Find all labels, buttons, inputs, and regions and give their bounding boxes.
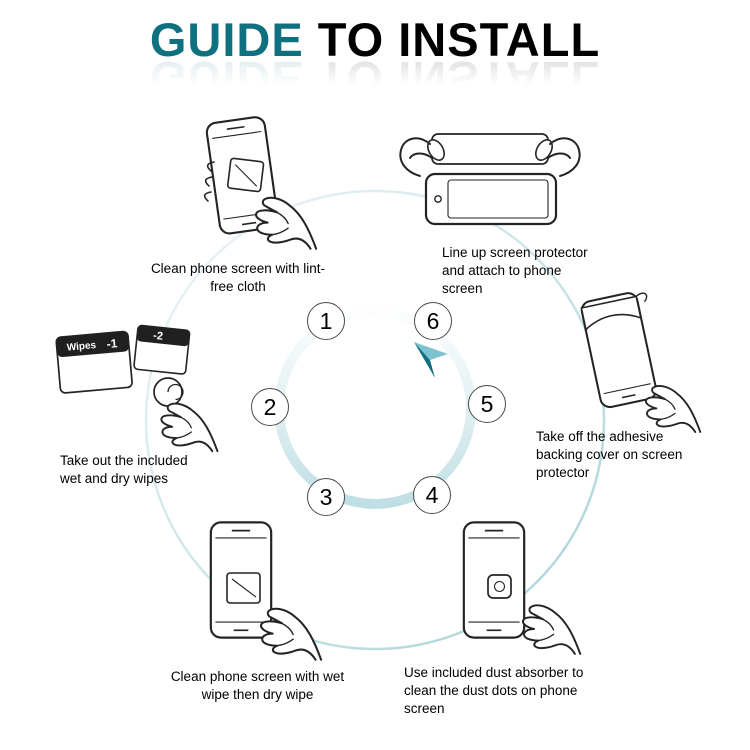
outer-ring	[144, 189, 606, 651]
peel-backing-illustration	[579, 290, 702, 433]
wipes-packet2-number: -2	[153, 330, 164, 343]
left-thumb-icon	[427, 139, 445, 161]
left-hand-icon	[399, 137, 433, 177]
right-hand-icon	[547, 137, 581, 177]
step-number-3: 3	[307, 478, 345, 516]
dust-absorber-icon	[487, 574, 512, 599]
gripping-fingers-icon	[203, 161, 215, 202]
clean-lint-free-cloth-illustration	[203, 114, 318, 250]
title-rest: TO INSTALL	[303, 13, 601, 66]
step-caption-3: Clean phone screen with wet wipe then dr…	[170, 669, 345, 702]
dust-absorber-illustration	[462, 521, 582, 655]
right-thumb-icon	[535, 139, 553, 161]
backing-film-icon	[580, 295, 642, 332]
title-accent: GUIDE	[149, 13, 304, 66]
step-caption-4: Use included dust absorber to clean the …	[404, 665, 584, 716]
hand-icon	[260, 607, 323, 661]
hand-icon	[522, 604, 582, 655]
title-block: GUIDE TO INSTALL GUIDE TO INSTALL	[0, 16, 750, 105]
step-number-6: 6	[414, 302, 452, 340]
phone-landscape-icon	[424, 172, 558, 226]
step-number-5: 5	[468, 385, 506, 423]
line-up-protector-illustration	[399, 133, 581, 226]
wipes-label: Wipes	[66, 340, 97, 354]
inner-ring	[274, 307, 476, 509]
clean-wet-wipe-illustration	[209, 521, 323, 661]
cloth-icon	[226, 157, 265, 193]
wipes-packet1-number: -1	[106, 336, 118, 351]
step-caption-2: Take out the included wet and dry wipes	[60, 453, 188, 486]
hand-icon	[645, 384, 702, 433]
screen-protector-icon	[431, 133, 549, 165]
wipes-packet-2-icon: -2	[133, 324, 191, 375]
wipes-packet-1-icon: Wipes -1	[55, 330, 133, 394]
step-number-2: 2	[251, 388, 289, 426]
step-number-4: 4	[413, 476, 451, 514]
step-number-1: 1	[307, 302, 345, 340]
page-title: GUIDE TO INSTALL	[0, 16, 750, 64]
center-arrow-icon	[414, 342, 448, 378]
hand-icon	[255, 196, 318, 250]
wet-dry-wipes-illustration: Wipes -1 -2	[55, 324, 219, 452]
hand-icon	[160, 402, 219, 452]
step-caption-5: Take off the adhesive backing cover on s…	[536, 429, 683, 480]
step-caption-6: Line up screen protector and attach to p…	[442, 245, 588, 296]
step-caption-1: Clean phone screen with lint-free cloth	[150, 261, 326, 294]
